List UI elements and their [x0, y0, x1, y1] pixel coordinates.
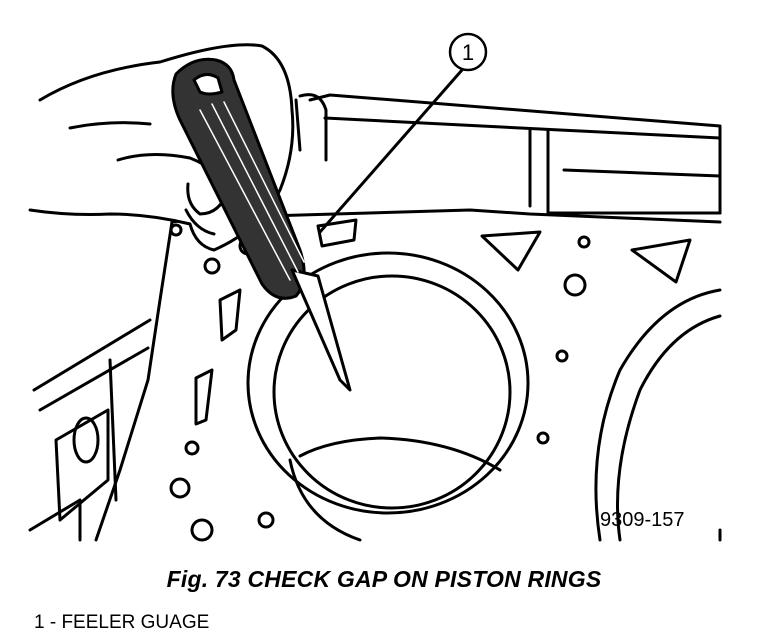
bolt-holes [169, 223, 591, 542]
engine-block-illustration: 1 9309-157 [28, 32, 722, 542]
callout-1: 1 [448, 32, 488, 72]
gasket-ports [194, 218, 692, 426]
legend-item: 1 - FEELER GUAGE [34, 612, 210, 633]
figure-reference-code: 9309-157 [600, 509, 685, 531]
cylinder-bore [246, 251, 530, 542]
figure-legend: 1 - FEELER GUAGE [34, 612, 209, 634]
figure-caption: Fig. 73 CHECK GAP ON PISTON RINGS [166, 566, 602, 592]
callout-number: 1 [462, 40, 474, 65]
engine-block-deck [294, 93, 722, 215]
hand-holding-gauge [28, 43, 464, 392]
engine-block-side [28, 318, 152, 542]
cylinder-bore-right [594, 288, 722, 542]
